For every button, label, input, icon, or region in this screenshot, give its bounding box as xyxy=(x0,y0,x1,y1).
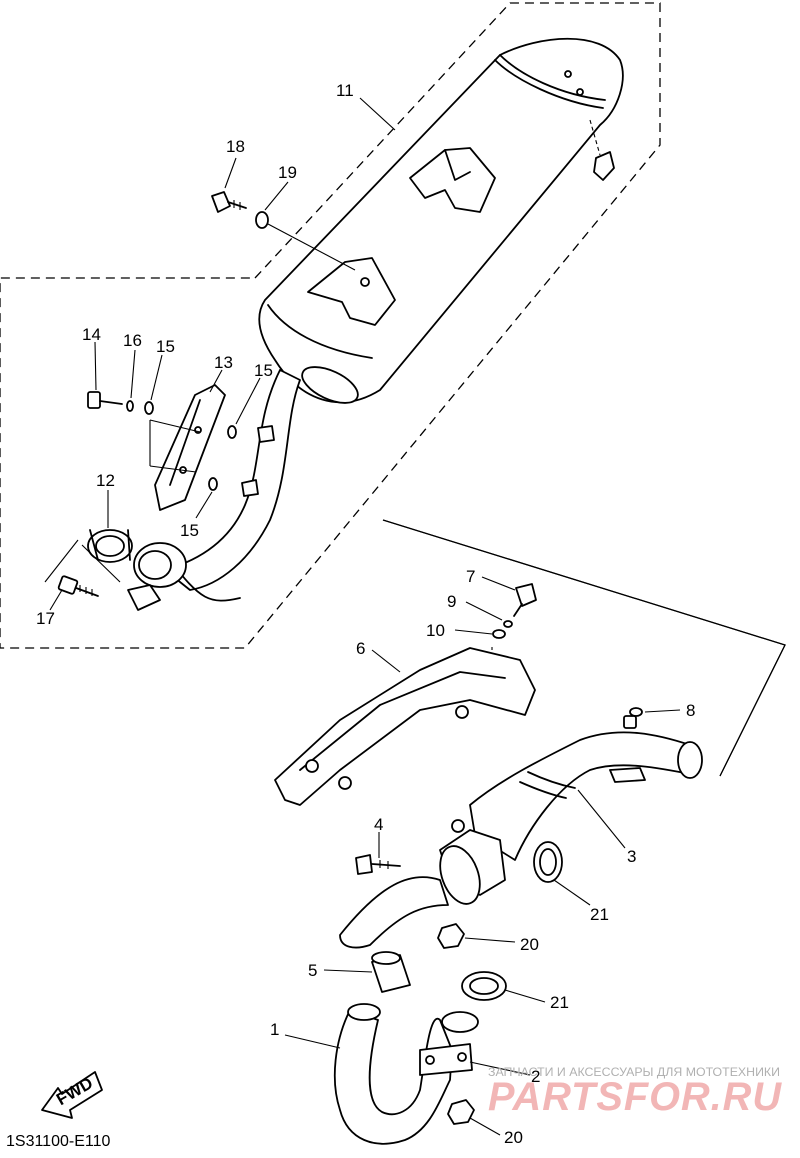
callout-17: 17 xyxy=(36,609,55,628)
washer-15-b xyxy=(227,425,275,443)
muffler-assembly xyxy=(164,37,624,602)
gasket-21-upper xyxy=(533,841,563,883)
nut-20-lower xyxy=(447,1099,475,1125)
callout-2: 2 xyxy=(531,1067,540,1086)
bolt-4 xyxy=(355,854,401,875)
watermark-tagline: ЗАПЧАСТИ И АКСЕССУАРЫ ДЛЯ МОТОТЕХНИКИ xyxy=(488,1065,780,1079)
callout-11: 11 xyxy=(336,81,354,100)
callout-8: 8 xyxy=(686,701,695,720)
exhaust-pipe-1 xyxy=(333,1003,479,1145)
washer-15-c xyxy=(208,477,259,497)
washer-10 xyxy=(492,629,506,639)
washer-16 xyxy=(126,400,134,412)
bolt-7 xyxy=(513,583,537,617)
callout-7: 7 xyxy=(466,567,475,586)
callout-16: 16 xyxy=(123,331,142,350)
callout-10: 10 xyxy=(426,621,445,640)
nut-20-upper xyxy=(437,923,465,949)
callout-14: 14 xyxy=(82,325,101,344)
callout-21-lower: 21 xyxy=(550,993,569,1012)
protector-13 xyxy=(154,384,226,511)
callout-labels: 1 2 3 4 5 6 7 8 9 10 11 12 13 14 15 15 1… xyxy=(36,81,695,1147)
callout-3: 3 xyxy=(627,847,636,866)
callout-1: 1 xyxy=(270,1020,279,1039)
callout-13: 13 xyxy=(214,353,233,372)
bolt-14 xyxy=(87,391,123,409)
bolt-18 xyxy=(211,191,247,213)
callout-4: 4 xyxy=(374,815,383,834)
protector-group-boundary xyxy=(382,519,786,777)
callout-18: 18 xyxy=(226,137,245,156)
callout-12: 12 xyxy=(96,471,115,490)
joint-5 xyxy=(371,951,411,993)
callout-6: 6 xyxy=(356,639,365,658)
diagram-code: 1S31100-E110 xyxy=(6,1133,110,1150)
callout-15-b: 15 xyxy=(254,361,273,380)
bolt-17 xyxy=(57,575,99,597)
clamp-joint xyxy=(127,542,187,611)
grommet-8 xyxy=(623,707,643,729)
callout-19: 19 xyxy=(278,163,297,182)
washer-9 xyxy=(503,620,513,628)
watermark: ЗАПЧАСТИ И АКСЕССУАРЫ ДЛЯ МОТОТЕХНИКИ PA… xyxy=(488,1065,782,1119)
callout-9: 9 xyxy=(447,592,456,611)
washer-19 xyxy=(255,211,269,229)
gasket-21-lower xyxy=(461,971,507,1001)
muffler-group-boundary xyxy=(0,2,661,649)
callout-15-c: 15 xyxy=(180,521,199,540)
exhaust-pipe-3 xyxy=(339,731,703,949)
callout-21-upper: 21 xyxy=(590,905,609,924)
callout-15-a: 15 xyxy=(156,337,175,356)
washer-15-a xyxy=(144,401,154,415)
gasket-12 xyxy=(87,529,133,563)
leader-lines xyxy=(49,97,681,1136)
watermark-brand: PARTSFOR.RU xyxy=(488,1075,782,1119)
forward-arrow-icon: FWD xyxy=(41,1071,103,1119)
protector-6 xyxy=(274,647,536,806)
callout-5: 5 xyxy=(308,961,317,980)
callout-20-upper: 20 xyxy=(520,935,539,954)
callout-20-lower: 20 xyxy=(504,1128,523,1147)
